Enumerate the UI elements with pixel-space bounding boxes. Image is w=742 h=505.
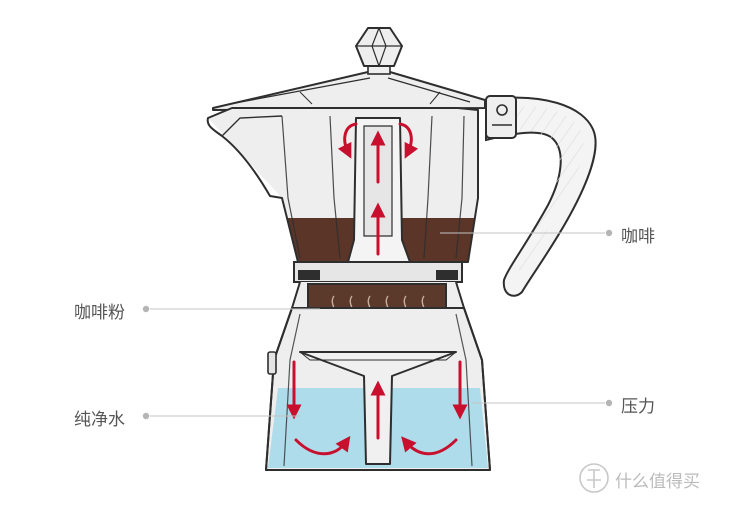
lid-knob	[355, 27, 403, 75]
handle	[485, 95, 597, 297]
leader-dots	[142, 229, 613, 420]
label-pressure: 压力	[621, 397, 655, 417]
leader-lines	[150, 232, 605, 417]
dot-pure-water	[142, 412, 150, 420]
arrow-curl-right	[398, 122, 419, 159]
lid	[212, 71, 486, 111]
safety-valve	[267, 351, 277, 375]
dot-coffee-grounds	[142, 305, 150, 313]
dot-coffee	[605, 229, 613, 237]
flow-arrows	[286, 122, 468, 456]
dot-pressure	[605, 399, 613, 407]
zhi-logo-icon	[579, 463, 609, 493]
coffee-layer	[208, 218, 478, 262]
arrow-swirl-right	[401, 436, 458, 456]
arrow-swirl-left	[294, 435, 351, 456]
label-pure-water: 纯净水	[74, 410, 125, 430]
label-coffee: 咖啡	[621, 227, 655, 247]
label-coffee-grounds: 咖啡粉	[74, 303, 125, 323]
watermark-text: 什么值得买	[615, 472, 700, 492]
arrow-curl-left	[337, 122, 358, 159]
